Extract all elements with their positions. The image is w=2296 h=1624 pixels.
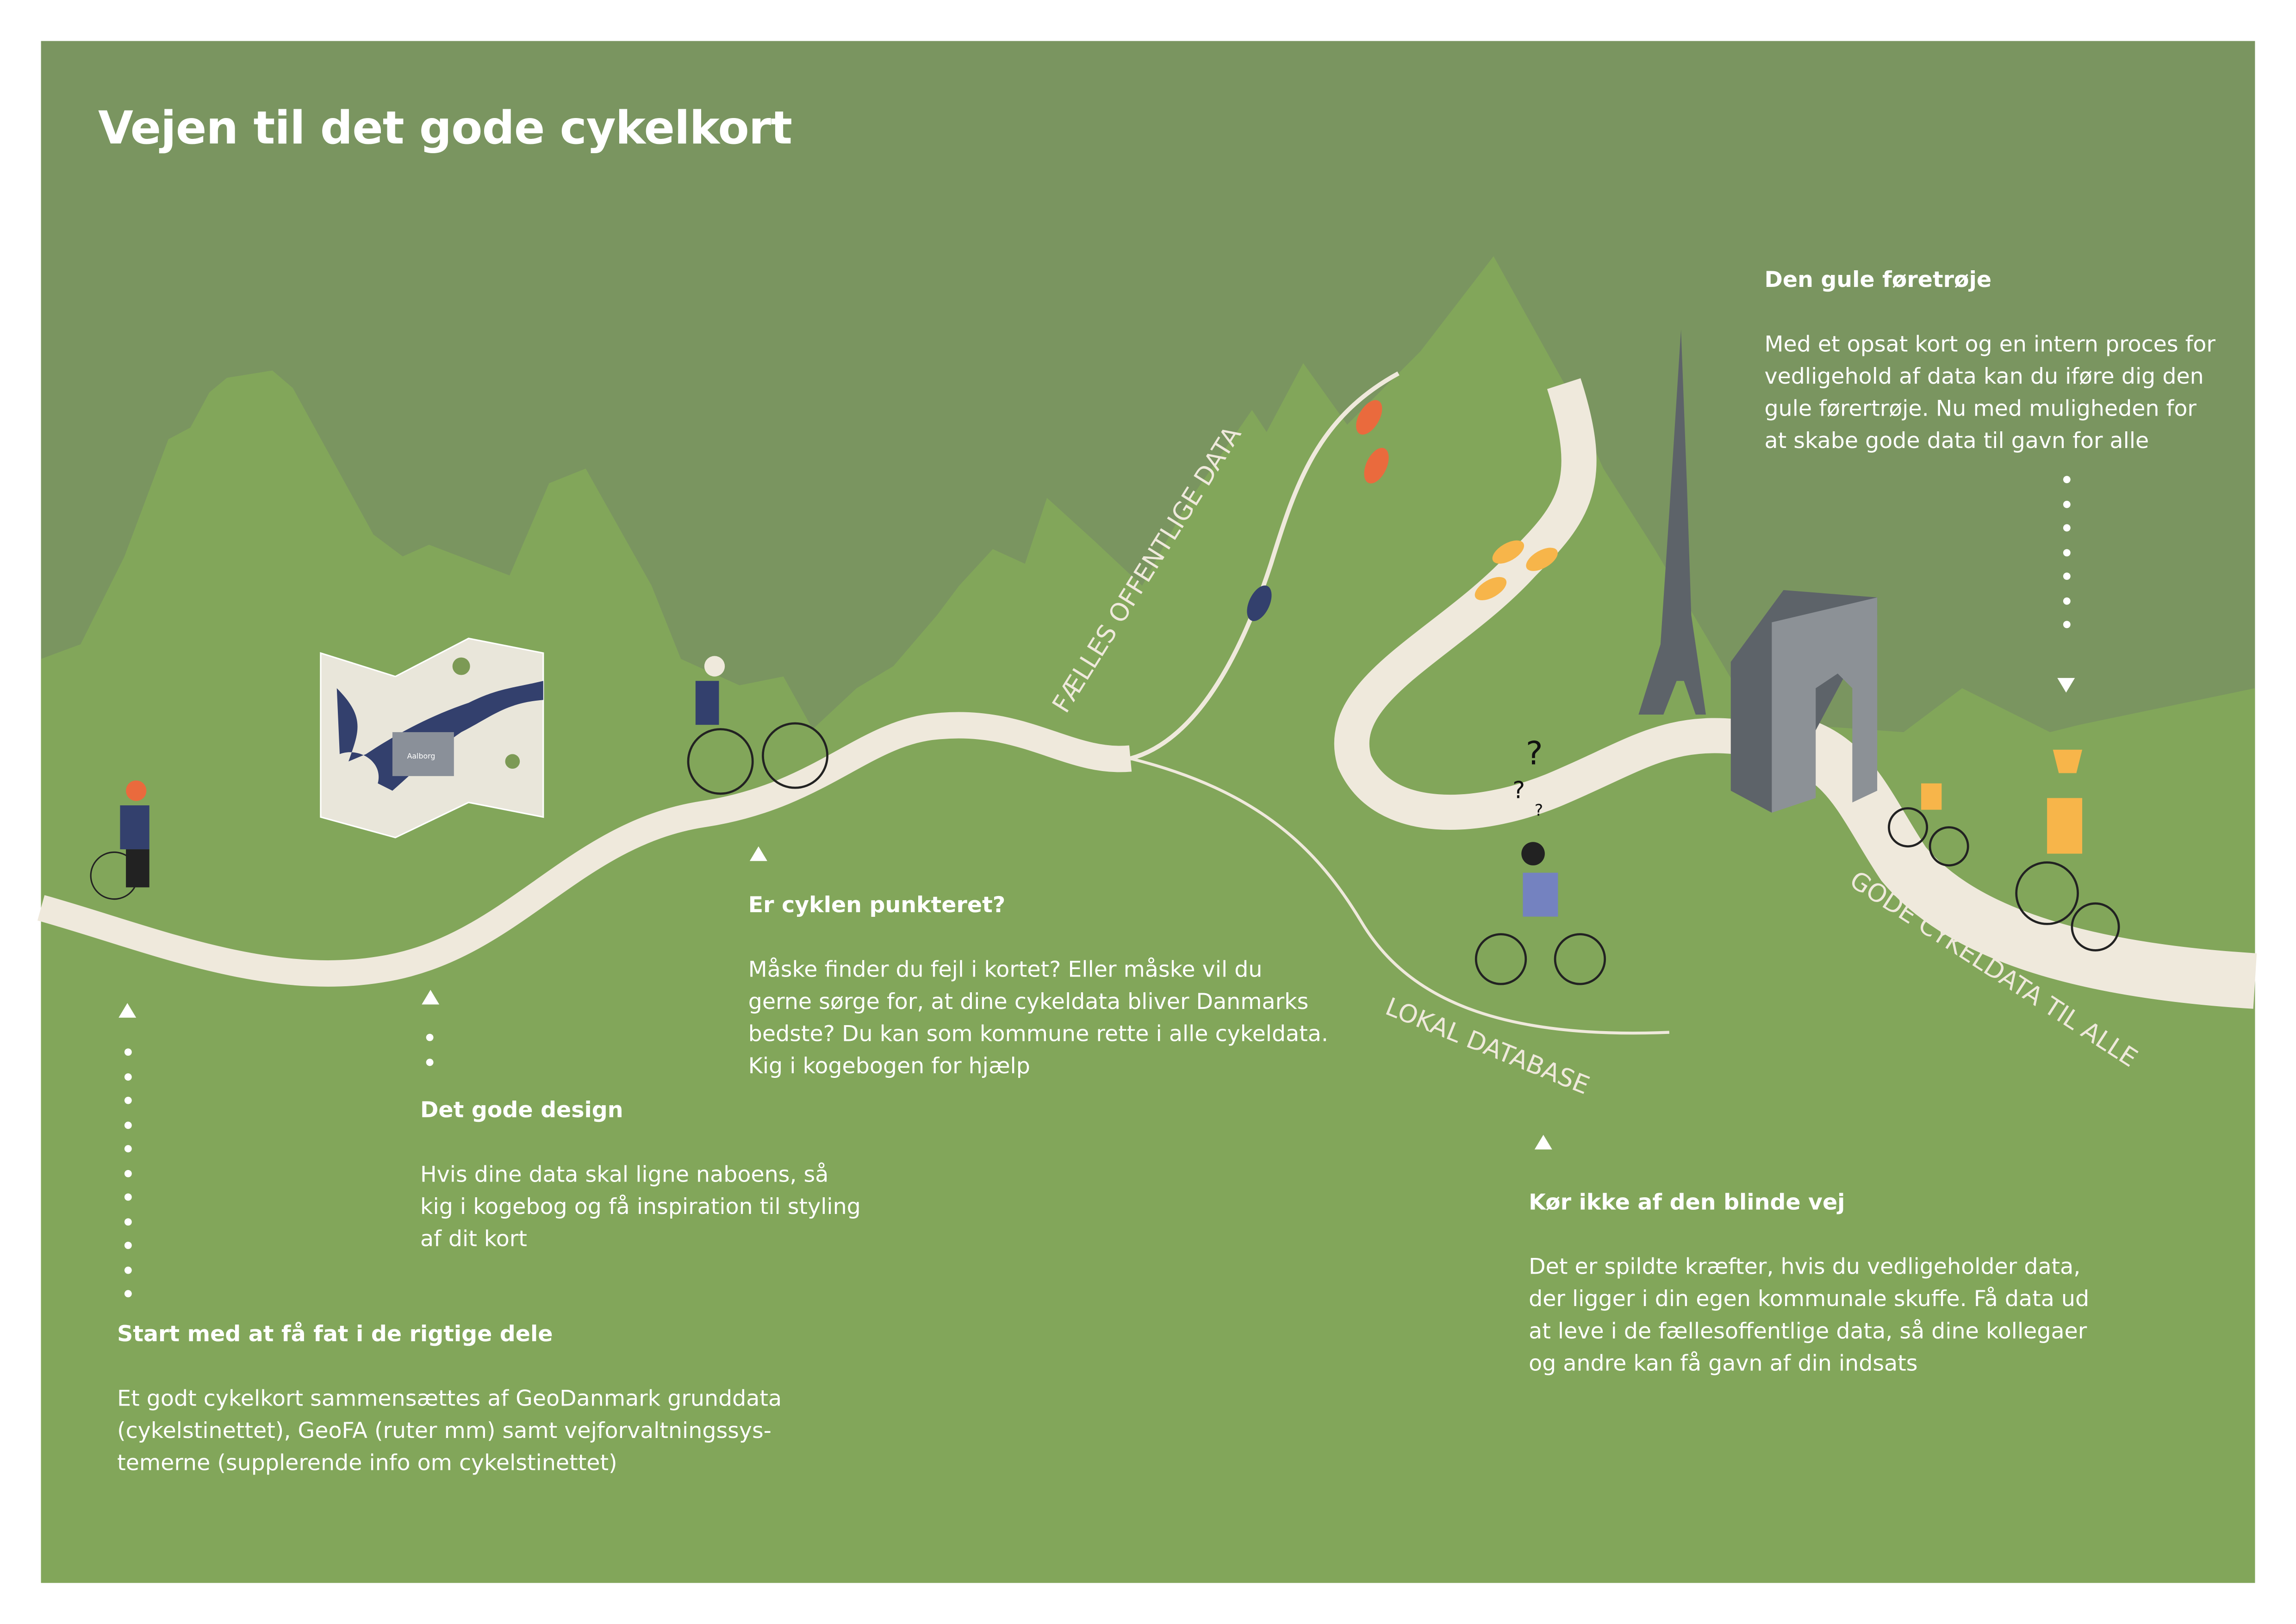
mountains xyxy=(41,256,2255,1583)
question-mark: ? xyxy=(1512,776,1525,803)
step-text: at leve i de fællesoffentlige data, så d… xyxy=(1529,1318,2087,1344)
road-finish xyxy=(1756,711,2257,1009)
mechanic-cyclist-figure xyxy=(90,780,149,900)
step-text: at skabe gode data til gavn for alle xyxy=(1764,427,2149,454)
road-public-data xyxy=(1130,371,1400,761)
dotted-connector xyxy=(123,1048,132,1314)
step-start: Start med at få fat i de rigtige dele Et… xyxy=(117,1318,782,1479)
step-text: og andre kan få gavn af din indsats xyxy=(1529,1350,1918,1377)
step-text: Kig i kogebogen for hjælp xyxy=(748,1052,1030,1079)
question-mark: ? xyxy=(1535,801,1543,820)
step-text: der ligger i din egen kommunale skuffe. … xyxy=(1529,1285,2090,1312)
step-text: Det er spildte kræfter, hvis du vedligeh… xyxy=(1529,1253,2081,1280)
pointer-arrow xyxy=(2057,678,2075,693)
climbing-cyclists xyxy=(1247,400,1558,621)
pointer-arrow xyxy=(1534,1135,1552,1150)
step-text: (cykelstinettet), GeoFA (ruter mm) samt … xyxy=(117,1417,772,1444)
finishing-cyclists xyxy=(1888,749,2120,952)
trophy-icon xyxy=(2053,749,2083,773)
dotted-connector xyxy=(2062,476,2071,645)
step-text: vedligehold af data kan du iføre dig den xyxy=(1764,363,2204,390)
step-text: temerne (supplerende info om cykelstinet… xyxy=(117,1450,617,1476)
step-heading: Den gule føretrøje xyxy=(1764,266,1992,293)
step-text: Et godt cykelkort sammensættes af GeoDan… xyxy=(117,1385,782,1412)
road-main xyxy=(1334,378,1760,830)
step-heading: Start med at få fat i de rigtige dele xyxy=(117,1320,553,1347)
map-city xyxy=(392,732,454,776)
tower-icon xyxy=(1638,329,1706,715)
step-dead-end: Kør ikke af den blinde vej Det er spildt… xyxy=(1529,1186,2089,1380)
repair-cyclist-figure xyxy=(687,656,828,795)
map-label: Aalborg xyxy=(407,752,436,760)
page-title: Vejen til det gode cykelkort xyxy=(98,102,792,156)
road-local-database xyxy=(1130,757,1669,1035)
step-heading: Er cyklen punkteret? xyxy=(748,891,1006,918)
step-text: Med et opsat kort og en intern proces fo… xyxy=(1764,331,2215,357)
step-text: Hvis dine data skal ligne naboens, så xyxy=(420,1161,829,1188)
step-text: bedste? Du kan som kommune rette i alle … xyxy=(748,1020,1328,1047)
pointer-arrow xyxy=(118,1003,137,1018)
step-text: kig i kogebog og få inspiration til styl… xyxy=(420,1193,861,1220)
map-icon xyxy=(320,637,544,839)
step-text: gule førertrøje. Nu med muligheden for xyxy=(1764,395,2196,422)
step-heading: Det gode design xyxy=(420,1096,623,1123)
dotted-connector xyxy=(425,1033,434,1082)
step-text: gerne sørge for, at dine cykeldata blive… xyxy=(748,988,1309,1015)
pointer-arrow xyxy=(422,989,440,1005)
question-mark: ? xyxy=(1526,735,1543,772)
step-design: Det gode design Hvis dine data skal lign… xyxy=(420,1094,861,1255)
confused-cyclist-figure xyxy=(1475,842,1606,985)
step-heading: Kør ikke af den blinde vej xyxy=(1529,1189,1845,1216)
step-puncture: Er cyklen punkteret? Måske finder du fej… xyxy=(748,889,1328,1082)
step-yellow-jersey: Den gule føretrøje Med et opsat kort og … xyxy=(1764,264,2215,457)
road-start xyxy=(37,712,1132,987)
pointer-arrow xyxy=(749,846,767,861)
step-text: af dit kort xyxy=(420,1226,527,1252)
arch-icon xyxy=(1730,590,1878,813)
step-text: Måske finder du fejl i kortet? Eller mås… xyxy=(748,956,1263,983)
